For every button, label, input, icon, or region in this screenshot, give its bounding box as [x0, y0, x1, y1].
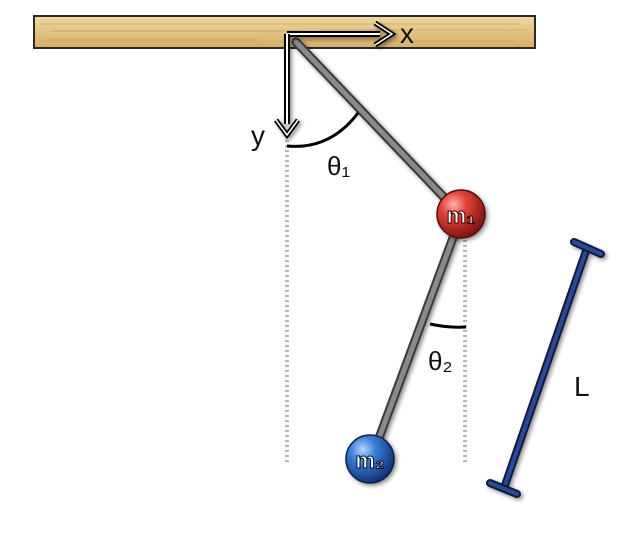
theta2-arc	[429, 322, 467, 329]
mass-1-label: m₁	[447, 203, 476, 228]
theta2-label: θ₂	[428, 346, 453, 376]
coordinate-axes	[273, 20, 397, 140]
length-label: L	[574, 371, 590, 402]
theta1-label: θ₁	[327, 151, 350, 181]
x-axis-label: x	[400, 18, 414, 49]
mass-1: m₁	[436, 189, 486, 239]
rod-2	[367, 211, 466, 462]
rod-1	[291, 37, 463, 217]
mass-2: m₂	[345, 434, 395, 484]
mass-2-label: m₂	[355, 448, 384, 473]
y-axis-label: y	[251, 120, 265, 151]
length-indicator	[486, 238, 605, 498]
theta1-arc	[286, 112, 360, 148]
